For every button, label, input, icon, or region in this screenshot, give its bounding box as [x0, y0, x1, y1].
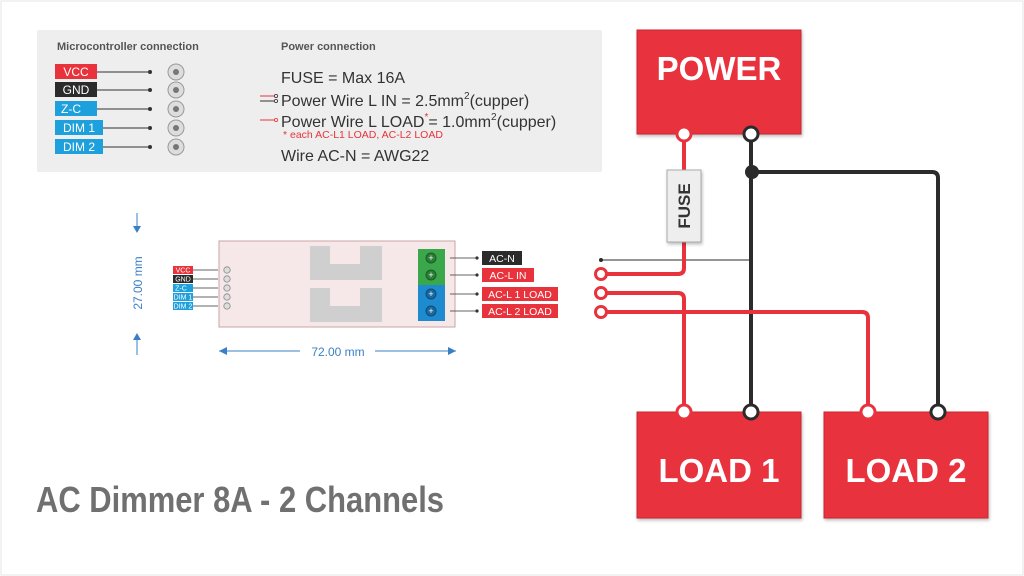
- neutral-wires: [749, 136, 940, 410]
- fuse-label: FUSE: [675, 183, 694, 228]
- load-1: LOAD 1: [636, 403, 802, 519]
- fuse-spec: FUSE = Max 16A: [281, 70, 405, 87]
- terminal-ac-n: AC-N: [489, 253, 515, 265]
- load2-label: LOAD 2: [845, 452, 966, 489]
- module-pin-dim2: DIM 2: [174, 304, 193, 311]
- mcu-pin-vcc-badge: [55, 64, 97, 79]
- svg-text:+: +: [428, 270, 433, 280]
- module-pin-gnd: GND: [175, 277, 191, 284]
- wire-n-spec: Wire AC-N = AWG22: [281, 148, 429, 165]
- svg-text:Power Wire L LOAD*= 1.0mm2(cup: Power Wire L LOAD*= 1.0mm2(cupper): [281, 112, 556, 131]
- module-pin-vcc: VCC: [176, 268, 191, 275]
- load2-terminal-l: [859, 403, 877, 421]
- load1-label: LOAD 1: [658, 452, 779, 489]
- mcu-pin-dim1-badge: [55, 120, 103, 135]
- mcu-pin-gnd-badge: [55, 82, 97, 97]
- mcu-pin-dim1: DIM 1: [55, 119, 185, 137]
- width-dim-label: 72.00 mm: [311, 345, 364, 359]
- module-output-terminals: [594, 267, 608, 319]
- mcu-pin-dim1-label: DIM 1: [63, 121, 95, 135]
- page-title: AC Dimmer 8A - 2 Channels: [36, 479, 444, 520]
- height-dimension: 27.00 mm: [131, 213, 145, 355]
- module-pin-dim1: DIM 1: [174, 295, 193, 302]
- mcu-pin-vcc-label: VCC: [63, 65, 89, 79]
- svg-text:+: +: [428, 306, 433, 316]
- wire-load-suffix: (cupper): [497, 114, 557, 131]
- module-triac-outlines: [310, 246, 382, 322]
- module-header-pins: [223, 266, 231, 310]
- module-drawing: 27.00 mm VCC GND Z-C DIM 1 DIM 2: [131, 213, 558, 359]
- svg-text:+: +: [428, 253, 433, 263]
- mcu-pin-zc: Z-C: [55, 100, 185, 118]
- load1-terminal-n: [742, 403, 760, 421]
- load2-terminal-n: [929, 403, 947, 421]
- wire-load-eq: = 1.0mm: [428, 114, 491, 131]
- power-source: POWER: [636, 29, 802, 143]
- module-pin-zc: Z-C: [175, 286, 187, 293]
- svg-text:+: +: [428, 289, 433, 299]
- mcu-pin-gnd-label: GND: [63, 83, 90, 97]
- load-2: LOAD 2: [823, 403, 989, 519]
- power-heading: Power connection: [281, 41, 376, 53]
- power-label: POWER: [657, 50, 782, 87]
- power-terminal-n: [742, 125, 760, 143]
- wire-load-text: Power Wire L LOAD: [281, 114, 424, 131]
- mcu-pin-zc-badge: [55, 101, 97, 116]
- neutral-junction: [745, 165, 759, 179]
- wire-in-suffix: (cupper): [470, 93, 530, 110]
- mcu-pin-dim2: DIM 2: [55, 138, 185, 156]
- info-panel: Microcontroller connection Power connect…: [37, 30, 602, 172]
- wire-load-star: *: [424, 112, 428, 123]
- mcu-pin-gnd: GND: [55, 81, 185, 99]
- terminal-ac-l2-load: AC-L 2 LOAD: [488, 306, 552, 318]
- power-terminal-l: [675, 125, 693, 143]
- height-dim-label: 27.00 mm: [131, 256, 145, 309]
- wire-in-spec: Power Wire L IN = 2.5mm2(cupper): [260, 91, 529, 110]
- wire-load-sup: 2: [491, 112, 497, 123]
- width-dimension: 72.00 mm: [219, 345, 456, 359]
- fuse-component: FUSE: [666, 169, 702, 243]
- mcu-pin-dim2-label: DIM 2: [63, 140, 95, 154]
- mcu-pin-vcc: VCC: [55, 63, 185, 81]
- load-note: * each AC-L1 LOAD, AC-L2 LOAD: [283, 129, 443, 141]
- wire-in-sup: 2: [464, 91, 470, 102]
- module-pin-labels: VCC GND Z-C DIM 1 DIM 2: [173, 266, 218, 311]
- module-terminal-labels: AC-N AC-L IN AC-L 1 LOAD AC-L 2 LOAD: [450, 251, 558, 318]
- terminal-ac-l1-load: AC-L 1 LOAD: [488, 289, 552, 301]
- mcu-pin-dim2-badge: [55, 139, 103, 154]
- terminal-ac-l-in: AC-L IN: [490, 270, 527, 282]
- line-wires: [601, 136, 870, 410]
- load1-terminal-l: [675, 403, 693, 421]
- mcu-pin-zc-label: Z-C: [61, 102, 81, 116]
- svg-text:Power Wire L IN = 2.5mm2(cuppe: Power Wire L IN = 2.5mm2(cupper): [281, 91, 529, 110]
- mcu-heading: Microcontroller connection: [57, 41, 199, 53]
- wiring-schematic: FUSE POWER LOAD 1 LOAD 2: [594, 29, 989, 519]
- mcu-pin-list: VCC GND Z-C: [55, 63, 185, 156]
- wire-load-spec: Power Wire L LOAD*= 1.0mm2(cupper): [260, 112, 556, 131]
- wire-in-text: Power Wire L IN = 2.5mm: [281, 93, 464, 110]
- module-terminal-blocks: + + + +: [418, 249, 445, 321]
